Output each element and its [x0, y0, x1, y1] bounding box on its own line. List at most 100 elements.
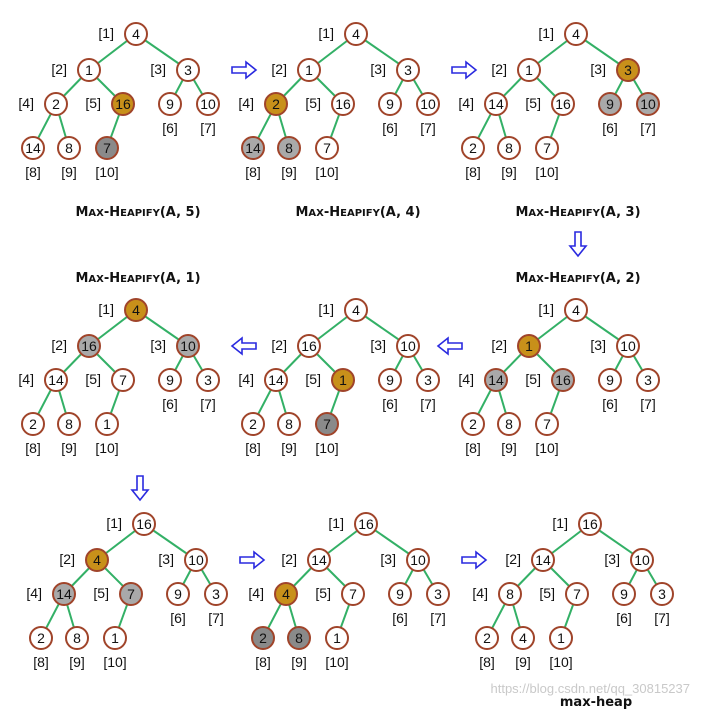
node-value: 14: [56, 586, 72, 602]
node-index-label: [6]: [392, 610, 408, 626]
node-value: 4: [572, 26, 580, 42]
node-index-label: [7]: [430, 610, 446, 626]
node-value: 1: [85, 62, 93, 78]
node-value: 2: [259, 630, 267, 646]
node-value: 2: [29, 416, 37, 432]
node-index-label: [4]: [458, 95, 474, 111]
heap-node: [297, 58, 321, 82]
heap-node: [111, 92, 135, 116]
node-value: 2: [469, 416, 477, 432]
node-value: 10: [634, 552, 650, 568]
step-caption: MAX-HEAPIFY(A, 1): [75, 271, 200, 286]
node-value: 8: [65, 140, 73, 156]
node-value: 1: [525, 62, 533, 78]
node-value: 16: [582, 516, 598, 532]
heap-node: [176, 334, 200, 358]
node-value: 16: [555, 96, 571, 112]
heap-node: [565, 582, 589, 606]
heap-node: [111, 368, 135, 392]
node-index-label: [5]: [539, 585, 555, 601]
heap-node: [498, 582, 522, 606]
heap-node: [158, 92, 182, 116]
heap-node: [251, 626, 275, 650]
node-value: 16: [301, 338, 317, 354]
node-index-label: [2]: [271, 61, 287, 77]
heap-node: [551, 368, 575, 392]
node-value: 16: [136, 516, 152, 532]
step-caption: MAX-HEAPIFY(A, 5): [75, 205, 200, 220]
node-value: 4: [572, 302, 580, 318]
node-value: 3: [434, 586, 442, 602]
heap-node: [77, 58, 101, 82]
heap-node: [277, 412, 301, 436]
node-index-label: [9]: [515, 654, 531, 670]
heap-node: [241, 412, 265, 436]
heap-node: [497, 136, 521, 160]
node-value: 1: [333, 630, 341, 646]
node-index-label: [2]: [281, 551, 297, 567]
heap-node: [416, 92, 440, 116]
node-value: 8: [506, 586, 514, 602]
node-value: 9: [386, 96, 394, 112]
node-index-label: [10]: [95, 164, 118, 180]
node-value: 14: [488, 372, 504, 388]
node-index-label: [3]: [380, 551, 396, 567]
node-index-label: [2]: [59, 551, 75, 567]
node-value: 1: [305, 62, 313, 78]
heap-node: [204, 582, 228, 606]
step-caption: MAX-HEAPIFY(A, 2): [515, 271, 640, 286]
heap-node: [132, 512, 156, 536]
node-value: 8: [73, 630, 81, 646]
heap-tree-step-9: 16[1]14[2]10[3]8[4]7[5]9[6]3[7]2[8]4[9]1…: [472, 512, 674, 670]
node-value: 7: [543, 416, 551, 432]
heap-node: [612, 582, 636, 606]
node-value: 14: [245, 140, 261, 156]
node-index-label: [3]: [590, 337, 606, 353]
node-value: 10: [420, 96, 436, 112]
node-index-label: [4]: [238, 371, 254, 387]
heap-tree-step-2: 4[1]1[2]3[3]2[4]16[5]9[6]10[7]14[8]8[9]7…: [238, 22, 440, 180]
node-value: 10: [640, 96, 656, 112]
node-index-label: [3]: [158, 551, 174, 567]
node-value: 2: [272, 96, 280, 112]
step-caption: max-heap: [560, 695, 632, 709]
node-index-label: [1]: [538, 25, 554, 41]
node-value: 3: [424, 372, 432, 388]
heap-node: [630, 548, 654, 572]
node-value: 10: [410, 552, 426, 568]
node-index-label: [5]: [525, 371, 541, 387]
heap-node: [29, 626, 53, 650]
heap-node: [119, 582, 143, 606]
heap-node: [241, 136, 265, 160]
node-index-label: [1]: [318, 301, 334, 317]
node-index-label: [9]: [501, 164, 517, 180]
node-value: 2: [483, 630, 491, 646]
heap-node: [564, 22, 588, 46]
heap-node: [535, 412, 559, 436]
node-value: 10: [620, 338, 636, 354]
heap-node: [341, 582, 365, 606]
node-value: 14: [25, 140, 41, 156]
node-index-label: [2]: [51, 337, 67, 353]
node-index-label: [3]: [590, 61, 606, 77]
node-value: 3: [644, 372, 652, 388]
arrow-left-icon: [230, 336, 257, 356]
node-index-label: [4]: [472, 585, 488, 601]
node-index-label: [8]: [245, 440, 261, 456]
node-index-label: [1]: [106, 515, 122, 531]
node-index-label: [9]: [69, 654, 85, 670]
heap-node: [65, 626, 89, 650]
node-value: 9: [620, 586, 628, 602]
node-value: 4: [93, 552, 101, 568]
node-index-label: [4]: [238, 95, 254, 111]
node-value: 8: [505, 416, 513, 432]
node-index-label: [6]: [162, 396, 178, 412]
node-index-label: [4]: [18, 95, 34, 111]
node-index-label: [5]: [525, 95, 541, 111]
heap-tree-step-3: 4[1]1[2]3[3]14[4]16[5]9[6]10[7]2[8]8[9]7…: [458, 22, 660, 180]
node-index-label: [5]: [85, 371, 101, 387]
heap-node: [426, 582, 450, 606]
node-index-label: [2]: [51, 61, 67, 77]
heap-node: [578, 512, 602, 536]
heap-node: [85, 548, 109, 572]
